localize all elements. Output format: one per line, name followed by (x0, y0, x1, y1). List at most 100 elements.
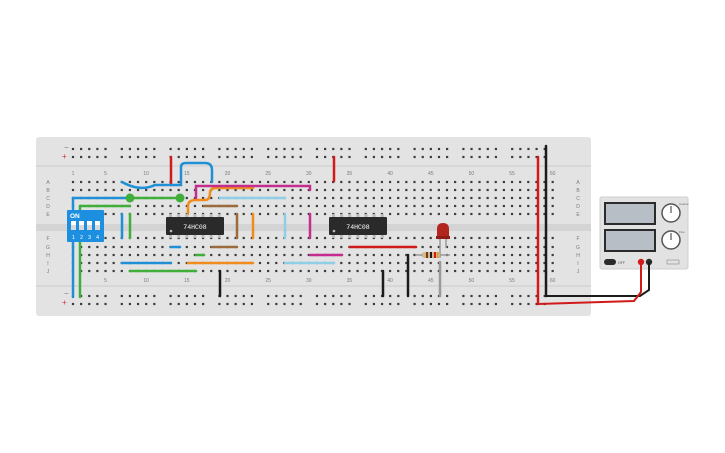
breadboard-hole[interactable] (128, 253, 132, 257)
breadboard-hole[interactable] (299, 236, 302, 240)
breadboard-hole[interactable] (258, 204, 262, 208)
rail-hole[interactable] (153, 302, 156, 306)
breadboard-hole[interactable] (535, 212, 538, 216)
breadboard-hole[interactable] (161, 180, 164, 184)
rail-hole[interactable] (470, 147, 473, 151)
breadboard-hole[interactable] (242, 180, 245, 184)
breadboard-hole[interactable] (454, 261, 457, 265)
rail-hole[interactable] (421, 294, 424, 298)
breadboard-hole[interactable] (470, 253, 473, 257)
breadboard-hole[interactable] (437, 212, 440, 216)
rail-hole[interactable] (470, 302, 473, 306)
breadboard-hole[interactable] (88, 180, 91, 184)
breadboard-hole[interactable] (275, 261, 278, 265)
breadboard-hole[interactable] (356, 269, 359, 273)
breadboard-hole[interactable] (551, 269, 554, 273)
rail-hole[interactable] (429, 294, 432, 298)
breadboard-hole[interactable] (258, 269, 262, 273)
breadboard-hole[interactable] (145, 180, 148, 184)
rail-hole[interactable] (413, 155, 416, 159)
breadboard-hole[interactable] (120, 269, 123, 273)
breadboard-hole[interactable] (161, 212, 164, 216)
rail-hole[interactable] (193, 147, 197, 151)
breadboard-hole[interactable] (543, 188, 546, 192)
breadboard-hole[interactable] (445, 212, 449, 216)
breadboard-hole[interactable] (405, 269, 408, 273)
breadboard-hole[interactable] (372, 180, 375, 184)
breadboard-hole[interactable] (388, 204, 392, 208)
rail-hole[interactable] (315, 155, 319, 159)
breadboard-hole[interactable] (242, 253, 245, 257)
rail-hole[interactable] (348, 302, 351, 306)
breadboard-hole[interactable] (332, 180, 335, 184)
breadboard-hole[interactable] (104, 245, 107, 249)
rail-hole[interactable] (380, 147, 384, 151)
breadboard-hole[interactable] (429, 180, 432, 184)
rail-hole[interactable] (88, 147, 91, 151)
breadboard-hole[interactable] (478, 204, 481, 208)
rail-hole[interactable] (275, 155, 278, 159)
breadboard-hole[interactable] (348, 261, 351, 265)
breadboard-hole[interactable] (405, 180, 408, 184)
breadboard-hole[interactable] (478, 261, 481, 265)
rail-hole[interactable] (283, 302, 286, 306)
breadboard-hole[interactable] (80, 180, 83, 184)
breadboard-hole[interactable] (380, 204, 384, 208)
breadboard-hole[interactable] (486, 204, 489, 208)
breadboard-hole[interactable] (177, 253, 180, 257)
breadboard-hole[interactable] (551, 253, 554, 257)
breadboard-hole[interactable] (364, 261, 367, 265)
rail-hole[interactable] (315, 294, 319, 298)
breadboard-hole[interactable] (364, 180, 367, 184)
breadboard-hole[interactable] (348, 253, 351, 257)
breadboard-hole[interactable] (527, 245, 530, 249)
breadboard-hole[interactable] (356, 261, 359, 265)
breadboard-hole[interactable] (543, 236, 546, 240)
breadboard-hole[interactable] (543, 245, 546, 249)
rail-hole[interactable] (250, 294, 254, 298)
breadboard-hole[interactable] (242, 245, 245, 249)
breadboard-hole[interactable] (462, 180, 465, 184)
breadboard-hole[interactable] (201, 180, 205, 184)
breadboard-hole[interactable] (551, 212, 554, 216)
breadboard-hole[interactable] (291, 253, 294, 257)
rail-hole[interactable] (202, 155, 205, 159)
breadboard-hole[interactable] (454, 245, 457, 249)
rail-hole[interactable] (372, 294, 376, 298)
breadboard-hole[interactable] (380, 196, 384, 200)
rail-hole[interactable] (348, 155, 351, 159)
breadboard-hole[interactable] (372, 269, 375, 273)
breadboard-hole[interactable] (112, 245, 115, 249)
breadboard-hole[interactable] (96, 188, 99, 192)
breadboard-hole[interactable] (120, 253, 123, 257)
breadboard-hole[interactable] (397, 196, 400, 200)
breadboard-hole[interactable] (405, 196, 408, 200)
breadboard-hole[interactable] (380, 188, 384, 192)
breadboard-hole[interactable] (136, 236, 140, 240)
breadboard-hole[interactable] (340, 180, 343, 184)
rail-hole[interactable] (397, 147, 400, 151)
rail-hole[interactable] (462, 302, 465, 306)
breadboard-hole[interactable] (397, 204, 400, 208)
breadboard-hole[interactable] (413, 236, 416, 240)
breadboard-hole[interactable] (234, 180, 237, 184)
breadboard-hole[interactable] (535, 204, 538, 208)
rail-hole[interactable] (486, 147, 489, 151)
breadboard-hole[interactable] (185, 188, 188, 192)
breadboard-hole[interactable] (169, 253, 172, 257)
breadboard-hole[interactable] (315, 204, 318, 208)
breadboard-hole[interactable] (250, 269, 253, 273)
rail-hole[interactable] (462, 147, 465, 151)
rail-hole[interactable] (177, 294, 180, 298)
rail-hole[interactable] (226, 294, 229, 298)
breadboard-hole[interactable] (291, 204, 294, 208)
breadboard-hole[interactable] (551, 245, 554, 249)
breadboard-hole[interactable] (413, 180, 416, 184)
breadboard-hole[interactable] (104, 261, 107, 265)
breadboard-hole[interactable] (267, 212, 270, 216)
breadboard-hole[interactable] (348, 269, 351, 273)
breadboard-hole[interactable] (258, 245, 262, 249)
breadboard-hole[interactable] (519, 180, 522, 184)
breadboard-hole[interactable] (96, 269, 99, 273)
rail-hole[interactable] (511, 155, 514, 159)
